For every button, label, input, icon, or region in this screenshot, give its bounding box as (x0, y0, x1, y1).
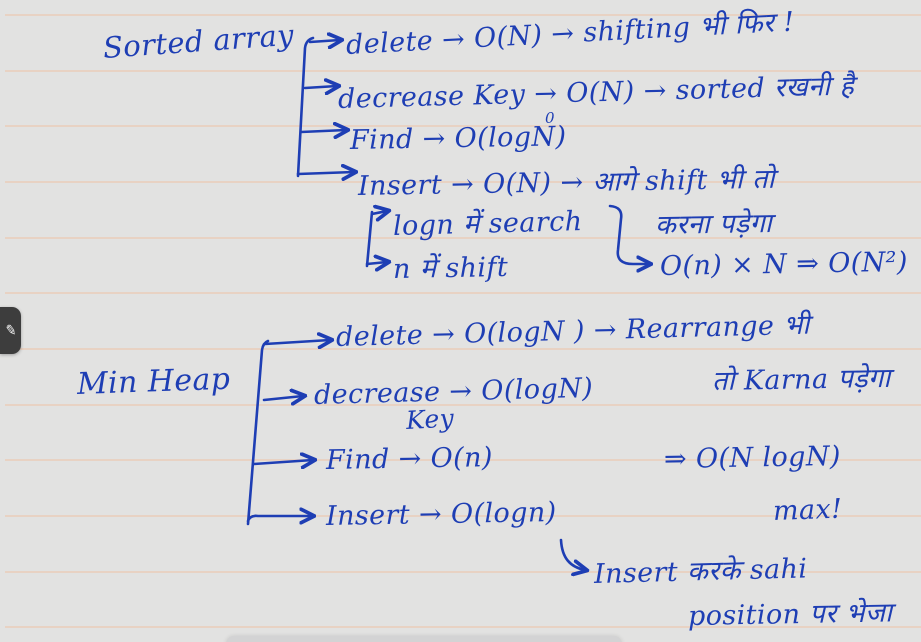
ruled-line (5, 626, 921, 628)
min-heap-branch-find: Find → O(n) (325, 442, 494, 476)
ruled-line (5, 515, 921, 517)
subgroup-spine (365, 210, 374, 268)
subgroup-line-search: logn में search (392, 206, 583, 242)
ruled-line (5, 14, 921, 16)
subgroup-note: करना पड़ेगा (654, 207, 773, 241)
subgroup-line-shift: n में shift (392, 251, 509, 285)
min-heap-insert-note-line2: position पर भेजा (687, 597, 893, 632)
min-heap-insert-note-line1: Insert करके sahi (593, 553, 808, 590)
sorted-array-stub-find (299, 130, 346, 132)
min-heap-branch-insert: Insert → O(logn) (325, 496, 557, 532)
subgroup-stub-search (370, 211, 387, 214)
min-heap-rearrange-note: तो Karna पड़ेगा (711, 362, 891, 397)
sorted-array-label: Sorted array (101, 17, 296, 65)
ruled-line (5, 348, 921, 350)
pen-icon: ✎ (3, 321, 18, 340)
sorted-array-spine (296, 36, 315, 178)
sorted-array-branch-find: Find → O(logN) (349, 121, 567, 156)
sorted-array-branch-insert: Insert → O(N) → आगे shift भी तो (357, 163, 776, 202)
ruled-line (5, 459, 921, 461)
ruled-line (5, 292, 921, 294)
min-heap-total: ⇒ O(N logN) (663, 440, 842, 475)
bottom-toolbar-edge[interactable] (226, 636, 622, 642)
sorted-array-stub-insert (296, 172, 354, 174)
pen-tool-tab[interactable]: ✎ (0, 307, 21, 354)
ruled-line (5, 237, 921, 239)
sorted-array-stub-delete (308, 40, 340, 42)
ruled-line (5, 181, 921, 183)
subgroup-stub-shift (365, 262, 387, 264)
ruled-line (5, 125, 921, 127)
sorted-array-branch-delete: delete → O(N) → shifting भी फिर ! (345, 6, 796, 61)
ruled-line (5, 571, 921, 573)
min-heap-stub-decrease (262, 396, 303, 400)
min-heap-total-note: max! (772, 493, 843, 527)
insert-note-arrow (559, 538, 585, 570)
ruled-line (5, 70, 921, 72)
min-heap-branch-delete: delete → O(logN ) → Rearrange भी (335, 309, 811, 353)
sorted-array-branch-decrease-key: decrease Key → O(N) → sorted रखनी है (337, 70, 855, 115)
subgroup-close-bracket-arrow (608, 204, 649, 264)
min-heap-stub-delete (263, 340, 330, 344)
subgroup-result: O(n) × N ⇒ O(N²) (659, 246, 909, 282)
stray-zero-mark: 0 (545, 109, 555, 127)
sorted-array-stub-decrease (303, 86, 337, 88)
ruled-line (5, 404, 921, 406)
min-heap-label: Min Heap (76, 361, 231, 402)
min-heap-decrease-key-word: Key (405, 403, 455, 435)
min-heap-spine (246, 339, 270, 526)
